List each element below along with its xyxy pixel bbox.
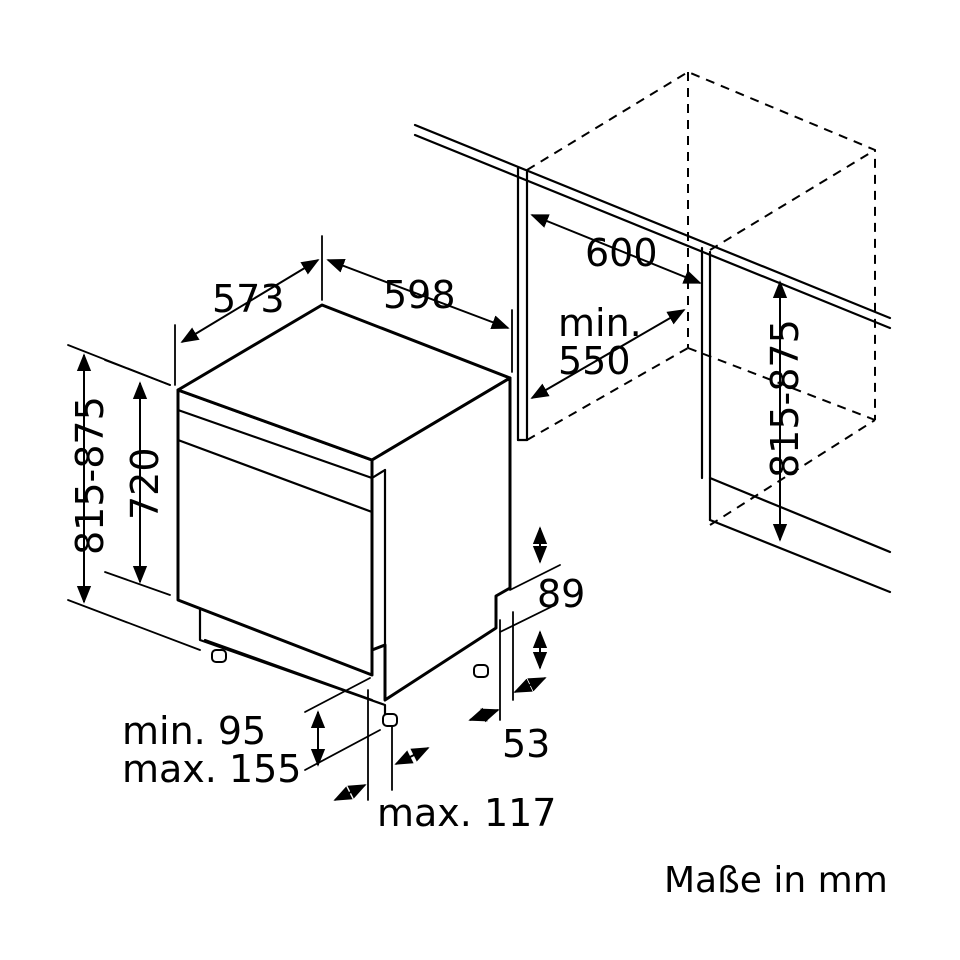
foot-back-right bbox=[473, 664, 489, 678]
niche-width-label: 600 bbox=[585, 231, 658, 275]
dishwasher-body bbox=[176, 303, 512, 727]
body-height-label: 720 bbox=[123, 447, 167, 520]
plinth-depth-label: max. 117 bbox=[377, 791, 556, 835]
installation-niche bbox=[413, 70, 892, 594]
plinth-min-label: min. 95 bbox=[122, 709, 266, 753]
depth-label: 573 bbox=[212, 277, 285, 321]
plinth-height-label: 89 bbox=[537, 572, 585, 616]
total-height-label: 815-875 bbox=[68, 396, 112, 555]
plinth-max-label: max. 155 bbox=[122, 747, 301, 791]
foot-front-left bbox=[211, 649, 227, 663]
width-label: 598 bbox=[383, 273, 456, 317]
niche-min-label-line1: min. bbox=[558, 301, 642, 345]
niche-min-label-line2: 550 bbox=[558, 339, 631, 383]
dimension-lines bbox=[67, 235, 561, 801]
units-note: Maße in mm bbox=[664, 860, 888, 901]
foot-offset-label: 53 bbox=[502, 722, 550, 766]
foot-front-right bbox=[382, 713, 398, 727]
niche-height-label: 815-875 bbox=[763, 319, 807, 478]
